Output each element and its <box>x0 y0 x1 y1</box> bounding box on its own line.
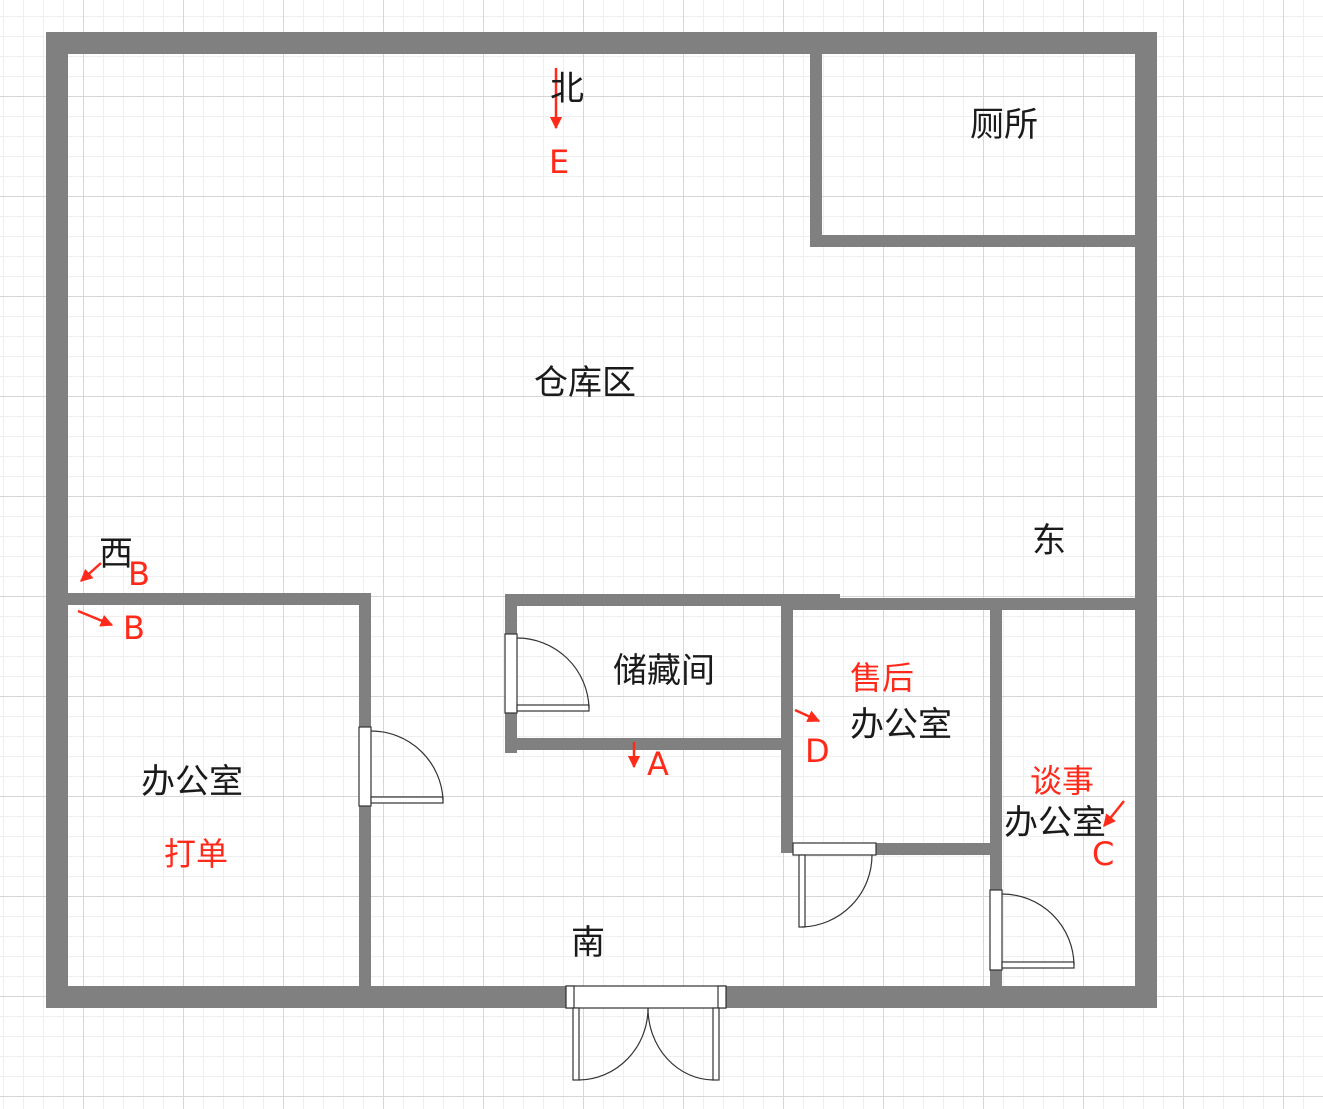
outer-wall-bottom-right <box>726 986 1157 1008</box>
room-label-storage: 储藏间 <box>613 651 715 691</box>
annotation-print: 打单 <box>164 835 229 873</box>
outer-wall-right <box>1135 32 1157 1008</box>
room-label-toilet: 厕所 <box>970 105 1038 145</box>
main-entrance-door <box>565 985 727 1081</box>
outer-wall-bottom-left <box>46 986 566 1008</box>
direction-west: 西 <box>99 534 133 574</box>
outer-wall-left <box>46 32 68 1008</box>
direction-south: 南 <box>571 923 605 963</box>
right-office-door <box>989 889 1075 971</box>
arrow-b1 <box>80 562 102 582</box>
room-label-office-right: 办公室 <box>1004 803 1106 843</box>
outer-wall-top <box>46 32 1157 54</box>
room-label-warehouse: 仓库区 <box>534 363 636 403</box>
storage-door <box>504 633 590 714</box>
left-office-door <box>358 726 444 807</box>
aftersales-wall-bottom <box>876 843 1001 855</box>
storage-wall-top <box>505 594 840 606</box>
right-office-wall-left-lower <box>990 970 1002 998</box>
marker-a: A <box>647 745 669 783</box>
room-label-office-left: 办公室 <box>141 762 243 802</box>
marker-b2: B <box>123 609 145 647</box>
toilet-wall-left <box>810 44 822 245</box>
arrow-b2 <box>77 609 114 627</box>
marker-b1: B <box>128 555 150 593</box>
aftersales-door <box>792 842 877 928</box>
marker-d: D <box>805 732 830 770</box>
direction-east: 东 <box>1032 521 1066 561</box>
storage-wall-left-upper <box>505 594 517 634</box>
annotation-talk: 谈事 <box>1030 762 1095 800</box>
left-office-wall-top <box>60 593 371 605</box>
arrow-d <box>794 708 821 723</box>
left-office-wall-right-upper <box>359 593 371 727</box>
arrow-c <box>1103 800 1125 827</box>
aftersales-wall-left <box>781 598 793 853</box>
annotation-after-sales: 售后 <box>850 659 915 697</box>
storage-wall-bottom <box>505 738 787 750</box>
marker-c: C <box>1092 835 1115 873</box>
toilet-wall-bottom <box>810 235 1140 247</box>
marker-e: E <box>549 143 570 181</box>
right-office-wall-left-upper <box>990 598 1002 890</box>
aftersales-wall-top <box>781 598 1141 610</box>
left-office-wall-right-lower <box>359 806 371 992</box>
room-label-office-mid: 办公室 <box>850 705 952 745</box>
direction-north: 北 <box>550 69 584 109</box>
